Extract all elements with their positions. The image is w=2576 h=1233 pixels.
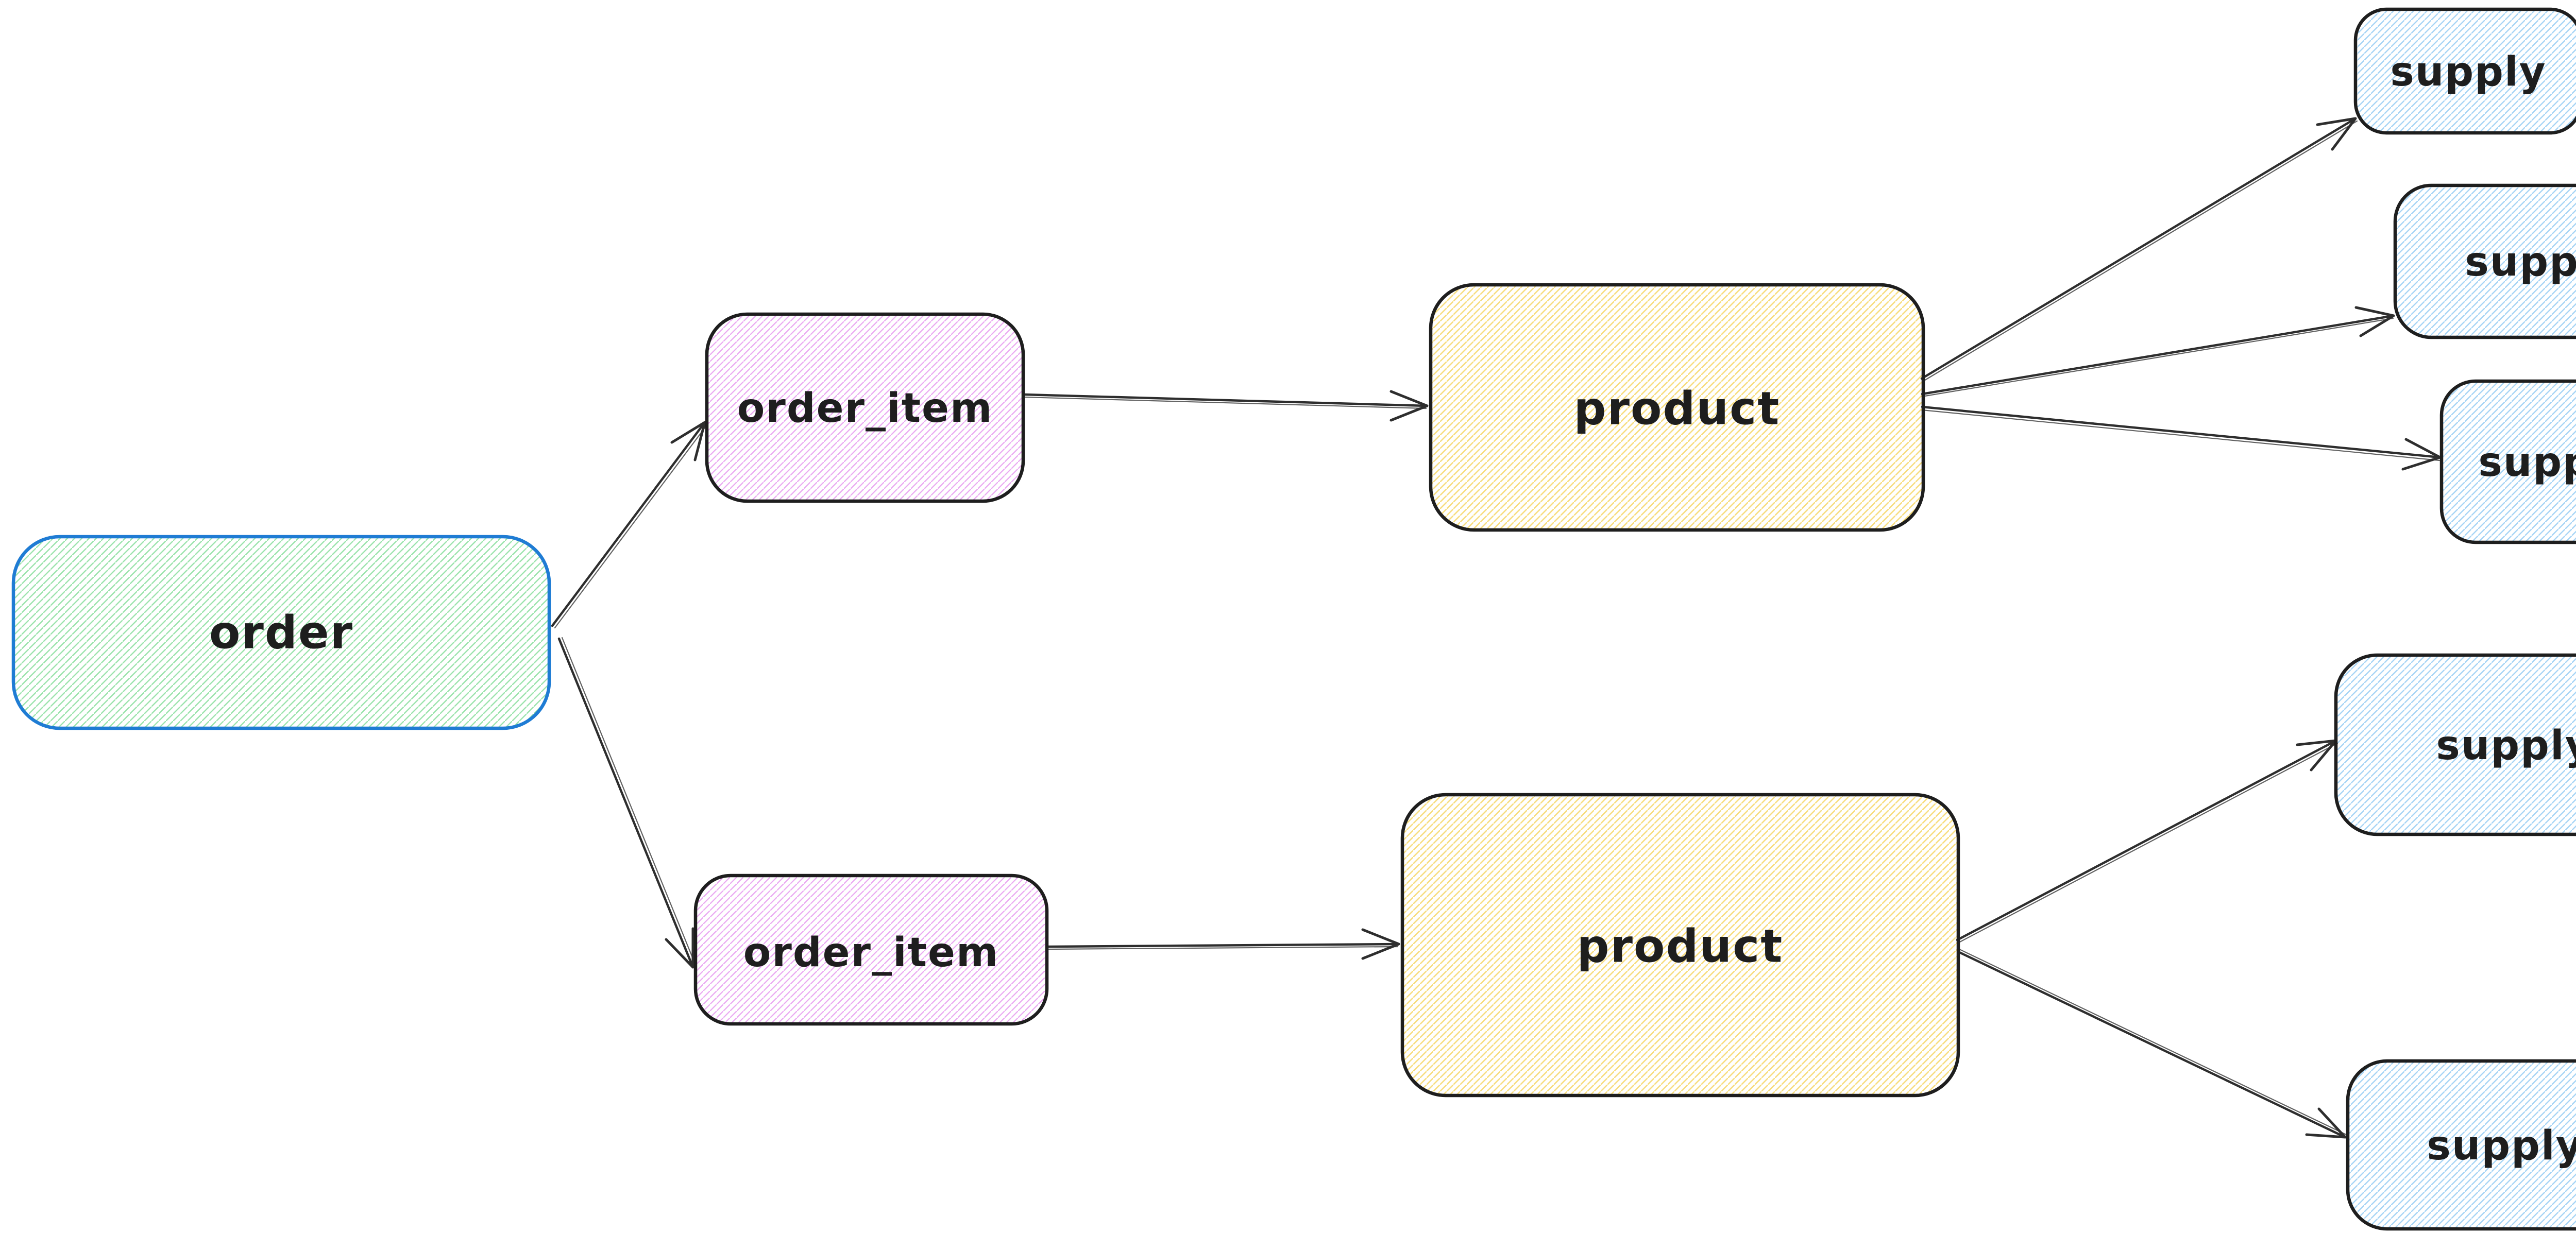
node-fill xyxy=(13,537,549,728)
node-outline xyxy=(2346,1059,2576,1231)
node-supply-3[interactable]: supply xyxy=(2439,379,2576,544)
node-supply-2[interactable]: supply xyxy=(2393,183,2576,339)
arrow-order-item-1-to-product-1[interactable] xyxy=(1022,390,1429,422)
arrow-order-item-2-to-product-2[interactable] xyxy=(1046,928,1400,960)
node-supply-4[interactable]: supply xyxy=(2334,653,2576,836)
arrow-line xyxy=(1046,943,1400,948)
node-label: supply xyxy=(2436,723,2576,769)
arrow-product-2-to-supply-5[interactable] xyxy=(1957,948,2347,1139)
arrow-line xyxy=(1920,117,2357,380)
node-label: order_item xyxy=(737,385,993,432)
arrow-order-to-order-item-2[interactable] xyxy=(557,637,697,969)
arrow-line-echo xyxy=(554,423,708,629)
node-fill xyxy=(2336,655,2576,834)
arrow-line-echo xyxy=(1958,948,2347,1136)
node-outline xyxy=(2353,7,2576,135)
arrow-line xyxy=(1921,405,2442,459)
arrow-line-echo xyxy=(561,637,697,967)
arrow-product-1-to-supply-1[interactable] xyxy=(1920,117,2358,382)
node-order[interactable]: order xyxy=(11,535,551,730)
arrow-line xyxy=(1921,314,2395,396)
node-label: supply xyxy=(2478,439,2576,486)
arrow-line xyxy=(551,421,706,627)
arrowhead-icon xyxy=(2305,1107,2347,1139)
arrowhead-icon xyxy=(1389,390,1429,422)
node-outline xyxy=(1400,793,1960,1098)
arrow-line xyxy=(1957,950,2347,1139)
node-fill xyxy=(696,876,1047,1024)
node-outline xyxy=(705,312,1025,503)
node-outline xyxy=(2439,379,2576,544)
node-order-item-1[interactable]: order_item xyxy=(705,312,1025,503)
node-fill xyxy=(2355,9,2576,133)
node-label: product xyxy=(1574,382,1781,435)
node-fill xyxy=(2348,1061,2576,1229)
arrow-product-1-to-supply-3[interactable] xyxy=(1921,405,2442,471)
arrowhead-icon xyxy=(670,421,706,461)
node-product-1[interactable]: product xyxy=(1429,283,1925,532)
arrowhead-icon xyxy=(1361,928,1400,960)
arrow-line-echo xyxy=(1922,120,2358,382)
node-outline xyxy=(11,535,551,730)
node-product-2[interactable]: product xyxy=(1400,793,1960,1098)
node-label: product xyxy=(1577,920,1784,973)
node-order-item-2[interactable]: order_item xyxy=(693,874,1049,1026)
arrowhead-icon xyxy=(665,927,694,969)
node-fill xyxy=(2442,381,2576,542)
node-label: supply xyxy=(2427,1123,2576,1169)
arrow-product-1-to-supply-2[interactable] xyxy=(1921,306,2395,398)
arrow-line xyxy=(1023,393,1429,407)
arrowhead-icon xyxy=(2316,117,2357,151)
node-label: order xyxy=(209,606,353,659)
node-label: supply xyxy=(2390,49,2546,95)
node-label: order_item xyxy=(743,930,999,976)
node-outline xyxy=(1429,283,1925,532)
node-outline xyxy=(2334,653,2576,836)
arrowhead-icon xyxy=(2354,306,2395,337)
node-supply-5[interactable]: supply xyxy=(2346,1059,2576,1231)
arrow-line-echo xyxy=(1022,396,1427,409)
node-label: supply xyxy=(2465,239,2576,285)
arrow-line xyxy=(1956,739,2337,941)
node-fill xyxy=(707,314,1023,501)
node-fill xyxy=(1431,285,1923,530)
arrow-product-2-to-supply-4[interactable] xyxy=(1956,739,2338,944)
node-supply-1[interactable]: supply xyxy=(2353,7,2576,135)
node-fill xyxy=(1402,795,1958,1095)
arrow-line-echo xyxy=(1046,946,1399,950)
node-fill xyxy=(2395,185,2576,337)
arrow-line-echo xyxy=(1921,317,2394,398)
arrow-order-to-order-item-1[interactable] xyxy=(551,421,708,629)
arrow-line-echo xyxy=(1958,742,2338,944)
node-outline xyxy=(2393,183,2576,339)
arrow-line xyxy=(557,637,694,969)
arrow-line-echo xyxy=(1921,409,2441,461)
node-outline xyxy=(693,874,1049,1026)
arrowhead-icon xyxy=(2296,739,2337,772)
